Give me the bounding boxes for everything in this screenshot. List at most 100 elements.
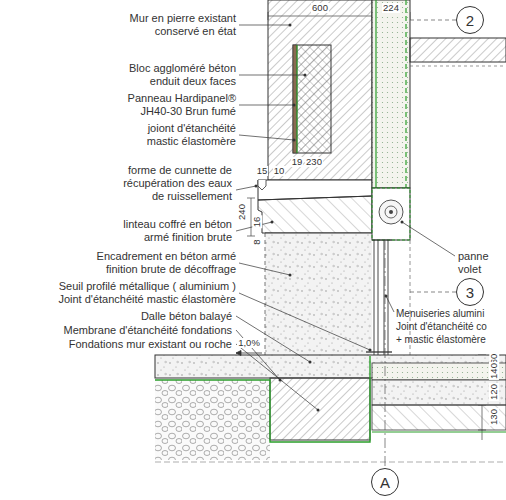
- stone-wall-stroke: [293, 45, 331, 153]
- dimension-text: 600: [311, 3, 329, 13]
- ground-slab-stroke: [155, 356, 370, 442]
- dimension-lines-stroke: [247, 236, 255, 237]
- shutter-box-stroke: [372, 188, 410, 240]
- concrete-frame: [265, 233, 372, 355]
- ground-slab-stroke: [372, 431, 506, 432]
- callout-label: Encadrement en béton armé finition brute…: [96, 250, 236, 276]
- leader-lines-stroke: [402, 222, 455, 256]
- cunnette-stroke: [258, 180, 266, 190]
- ground-slab-stroke: [372, 380, 506, 405]
- leader-lines-stroke: [239, 135, 294, 140]
- dimension-text: 1,0%: [237, 338, 261, 348]
- dimension-text: 8: [252, 238, 262, 245]
- stone-wall: [268, 0, 372, 180]
- stone-wall-stroke: [296, 45, 297, 153]
- leader-dots-stroke: [317, 409, 320, 412]
- concrete-frame-stroke: [265, 233, 266, 355]
- dimension-text: 140: [489, 362, 499, 380]
- leader-lines-stroke: [239, 105, 294, 106]
- new-wall-stroke: [405, 0, 406, 188]
- dimension-text: 15: [256, 166, 269, 176]
- lintel-stroke: [258, 196, 372, 233]
- ground-slab-stroke: [155, 380, 270, 460]
- marker-text: A: [380, 474, 390, 491]
- callout-label: + mastic élastomère: [396, 333, 486, 346]
- callout-label: Bloc aggloméré béton enduit deux faces: [114, 62, 236, 88]
- shutter-box: [372, 188, 410, 240]
- leader-lines-stroke: [386, 296, 394, 312]
- axis-line-stroke: [410, 20, 456, 21]
- dimension-text: 130: [489, 408, 499, 426]
- callout-label: Fondations mur existant ou roche: [69, 338, 232, 351]
- marker-text: 2: [466, 12, 474, 29]
- window-frame-stroke: [378, 240, 379, 355]
- stone-wall-stroke: [293, 45, 297, 153]
- callout-label: panne: [458, 250, 489, 263]
- shutter-box-stroke: [385, 206, 397, 218]
- window-frame-stroke: [374, 240, 375, 355]
- new-wall: [372, 0, 506, 188]
- leader-lines-stroke: [239, 25, 290, 26]
- leader-dots-stroke: [293, 104, 296, 107]
- new-wall-stroke: [410, 66, 506, 67]
- leader-lines-stroke: [236, 330, 280, 380]
- dimension-text: 19: [291, 157, 304, 167]
- leader-lines-stroke: [239, 75, 305, 76]
- leader-dots-stroke: [289, 274, 292, 277]
- leader-dots-stroke: [289, 24, 292, 27]
- callout-label: Joint d'étanchéité mastic élastomère: [58, 293, 236, 306]
- leader-dots-stroke: [255, 185, 258, 188]
- callout-label: Membrane d'étanchéité fondations: [64, 324, 232, 337]
- dimension-text: 16: [252, 216, 262, 229]
- callout-label: Mur en pierre existant conservé en état: [110, 12, 236, 38]
- ground-slab: [155, 355, 506, 462]
- callout-label: forme de cunnette de récupération des ea…: [110, 164, 232, 203]
- leader-lines-stroke: [236, 186, 256, 190]
- callout-label: Dalle béton balayé: [141, 310, 232, 323]
- callout-label: Seuil profilé métallique ( aluminium ): [59, 280, 236, 293]
- window-frame-stroke: [384, 240, 385, 355]
- leader-dots-stroke: [309, 361, 312, 364]
- lintel: [258, 196, 372, 233]
- dimension-text: 120: [489, 383, 499, 401]
- dimension-text: 10: [273, 166, 286, 176]
- callout-label: Joint d'étanchéité co: [396, 320, 487, 333]
- callout-label: Menuiseries alumini: [396, 307, 484, 320]
- callout-label: joiont d'étanchéité mastic élastomère: [126, 122, 236, 148]
- concrete-frame-stroke: [265, 233, 372, 355]
- leader-lines: [236, 25, 455, 410]
- section-marker: A: [371, 468, 399, 496]
- concrete-frame-stroke: [265, 233, 372, 234]
- dimension-text: 230: [305, 157, 323, 167]
- leader-lines-stroke: [236, 344, 318, 410]
- callout-label: volet: [458, 263, 481, 276]
- section-marker: 3: [456, 278, 484, 306]
- dimension-text: 224: [382, 3, 400, 13]
- new-wall-stroke: [375, 0, 376, 188]
- leader-dots-stroke: [369, 349, 372, 352]
- leader-dots-stroke: [271, 221, 274, 224]
- section-marker: 2: [456, 6, 484, 34]
- ground-slab-stroke: [270, 378, 370, 440]
- shutter-box-stroke: [389, 210, 393, 214]
- leader-dots-stroke: [293, 139, 296, 142]
- axis-line: [385, 20, 456, 468]
- marker-text: 3: [466, 284, 474, 301]
- new-wall-stroke: [410, 38, 506, 62]
- dimension-text: 240: [237, 203, 247, 221]
- leader-lines-stroke: [236, 316, 310, 362]
- stone-wall-stroke: [268, 0, 372, 180]
- ground-slab-stroke: [372, 405, 506, 430]
- new-wall-stroke: [372, 0, 410, 188]
- shutter-box-stroke: [379, 200, 403, 224]
- leader-dots-stroke: [304, 74, 307, 77]
- ground-slab-stroke: [155, 462, 506, 463]
- ground-slab-stroke: [372, 363, 506, 380]
- axis-line-stroke: [410, 292, 456, 293]
- shutter-box-stroke: [372, 188, 410, 240]
- slope-arrow-stroke: [236, 351, 241, 356]
- callout-label: Panneau Hardipanel® JH40-30 Brun fumé: [120, 92, 236, 118]
- window-frame-stroke: [372, 240, 392, 241]
